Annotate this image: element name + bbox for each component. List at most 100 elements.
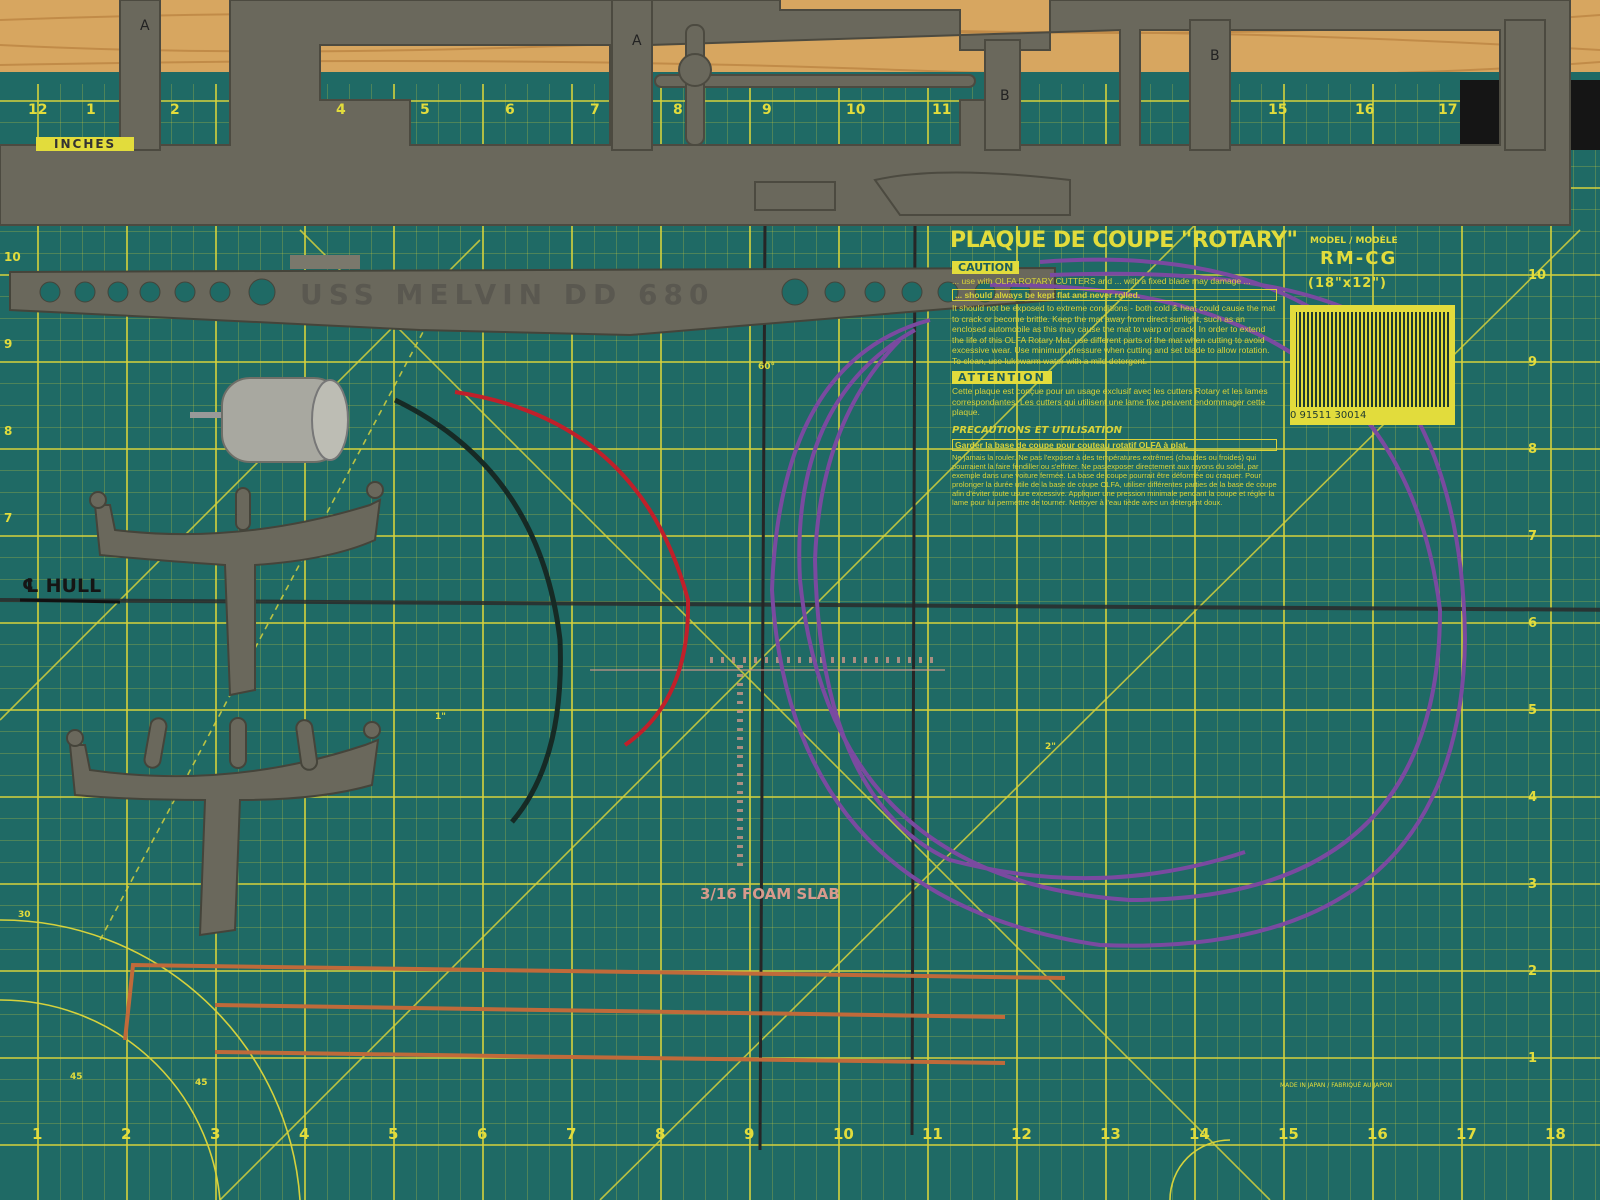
barcode-bar	[1375, 312, 1377, 407]
barcode-bar	[1371, 312, 1373, 407]
copper-rod	[214, 1003, 1006, 1019]
top-ruler-number: 11	[932, 102, 952, 118]
barcode-bar	[1383, 312, 1385, 407]
precautions-text: Ne jamais la rouler. Ne pas l'exposer à …	[952, 453, 1277, 507]
barcode-bar	[1359, 312, 1361, 407]
bottom-ruler-number: 18	[1545, 1125, 1566, 1143]
top-ruler-number: 8	[673, 102, 683, 118]
bottom-ruler-number: 11	[922, 1125, 943, 1143]
keel-hole	[248, 278, 276, 306]
bent-copper-rod	[123, 962, 1066, 1041]
pen-line	[910, 219, 917, 1136]
barcode-bar	[1323, 312, 1325, 407]
left-ruler-number: 8	[4, 424, 13, 438]
precautions-heading: PRECAUTIONS ET UTILISATION	[952, 424, 1122, 436]
barcode-bar	[1407, 312, 1409, 407]
bottom-ruler-number: 2	[121, 1125, 132, 1143]
hull-centerline	[0, 598, 1600, 612]
copper-rod	[214, 1050, 1006, 1065]
keel-hole	[107, 281, 129, 303]
sprue-part-letter: A	[140, 18, 150, 34]
flat-notice: ... should always be kept flat and never…	[952, 288, 1277, 301]
top-ruler-number: 5	[420, 102, 430, 118]
mat-instructions: CAUTION ... use with OLFA ROTARY CUTTERS…	[952, 258, 1277, 509]
barcode-bar	[1343, 312, 1345, 407]
barcode-bar	[1307, 312, 1309, 407]
caution-text: ... use with OLFA ROTARY CUTTERS and ...…	[952, 276, 1251, 286]
right-ruler-number: 4	[1528, 790, 1538, 805]
barcode	[1290, 305, 1455, 425]
barcode-bar	[1403, 312, 1405, 407]
arc	[0, 999, 221, 1200]
keel-hole	[39, 281, 61, 303]
keel-part	[9, 255, 1056, 337]
barcode-bar	[1347, 312, 1349, 407]
bottom-ruler-number: 9	[744, 1125, 755, 1143]
model-label: MODEL / MODÈLE	[1310, 236, 1398, 246]
top-ruler-number: 7	[590, 102, 600, 118]
left-ruler-number: 9	[4, 337, 13, 351]
made-in-label: MADE IN JAPAN / FABRIQUÉ AU JAPON	[1280, 1082, 1393, 1089]
inches-label: INCHES	[36, 137, 135, 151]
keel-hole	[824, 281, 846, 303]
model-number: RM-CG	[1320, 248, 1398, 269]
top-ruler-number: 9	[762, 102, 772, 118]
right-ruler-number: 10	[1528, 268, 1547, 283]
foam-note: 3/16 FOAM SLAB	[700, 885, 840, 903]
barcode-bar	[1315, 312, 1317, 407]
bottom-ruler-number: 1	[32, 1125, 43, 1143]
barcode-bar	[1351, 312, 1353, 407]
top-ruler-number: 16	[1355, 102, 1375, 118]
right-ruler-number: 9	[1528, 355, 1538, 370]
barcode-bar	[1431, 312, 1433, 407]
bottom-ruler-number: 13	[1100, 1125, 1121, 1143]
barcode-bar	[1387, 312, 1389, 407]
barcode-bar	[1435, 312, 1437, 407]
bottom-ruler-number: 6	[477, 1125, 488, 1143]
barcode-bar	[1427, 312, 1429, 407]
bottom-ruler-number: 10	[833, 1125, 854, 1143]
barcode-bar	[1311, 312, 1313, 407]
precautions-box: Garder la base de coupe pour couteau rot…	[952, 438, 1277, 451]
barcode-number: 0 91511 30014	[1290, 410, 1367, 421]
barcode-bar	[1399, 312, 1401, 407]
right-ruler-number: 2	[1528, 964, 1538, 979]
keel-hole	[864, 281, 886, 303]
barcode-bar	[1355, 312, 1357, 407]
sprue-part-letter: B	[1000, 88, 1010, 104]
right-ruler-number: 5	[1528, 703, 1538, 718]
barcode-bar	[1339, 312, 1341, 407]
top-ruler-number: 6	[505, 102, 515, 118]
barcode-bar	[1379, 312, 1381, 407]
barcode-bar	[1367, 312, 1369, 407]
top-ruler-number: 1	[86, 102, 96, 118]
bottom-ruler-number: 15	[1278, 1125, 1299, 1143]
one-inch-label: 1"	[435, 712, 446, 722]
right-ruler-number: 3	[1528, 877, 1538, 892]
right-ruler-number: 8	[1528, 442, 1538, 457]
barcode-bar	[1415, 312, 1417, 407]
barcode-bar	[1419, 312, 1421, 407]
bottom-ruler-number: 14	[1189, 1125, 1210, 1143]
top-ruler-number: 15	[1268, 102, 1288, 118]
t-frame-part-lower	[66, 717, 381, 937]
pen-line	[758, 219, 767, 1151]
keel-hole	[209, 281, 231, 303]
sprue-markings: A A B B	[140, 18, 1220, 104]
sprue-part-letter: B	[1210, 48, 1220, 64]
mat-title: PLAQUE DE COUPE "ROTARY"	[950, 228, 1298, 253]
top-ruler-number: 4	[336, 102, 346, 118]
barcode-bar	[1296, 312, 1297, 407]
red-wire	[454, 390, 691, 747]
mat-size: (18"x12")	[1308, 276, 1387, 291]
barcode-bar	[1443, 312, 1445, 407]
barcode-bar	[1327, 312, 1329, 407]
diagonal-line	[219, 169, 1251, 1200]
sprue-frame	[0, 0, 1571, 226]
protractor-arcs	[0, 919, 1231, 1200]
keel-hole	[901, 281, 923, 303]
barcode-bar	[1391, 312, 1393, 407]
bottom-ruler-number: 7	[566, 1125, 577, 1143]
hull-label-underline	[19, 598, 121, 604]
sprue-part-letter: A	[632, 33, 642, 49]
